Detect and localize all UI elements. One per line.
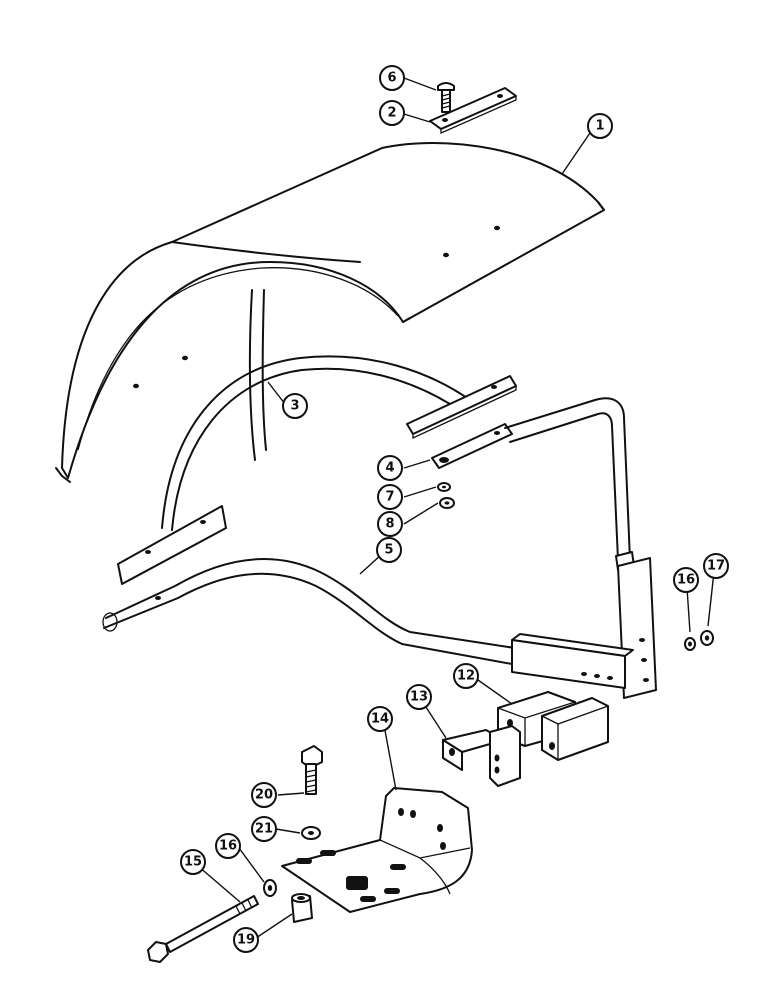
callout-16-top: 16: [673, 567, 699, 593]
part-8-nut: [439, 497, 455, 509]
svg-text:14: 14: [371, 712, 389, 727]
part-14-mount: [281, 787, 473, 913]
callout-5: 5: [376, 537, 402, 563]
part-13-bracket: [442, 725, 521, 787]
svg-text:5: 5: [384, 543, 393, 558]
part-3-stay: [117, 289, 517, 585]
callout-12: 12: [453, 663, 479, 689]
callout-21: 21: [251, 816, 277, 842]
callout-16-bottom: 16: [215, 833, 241, 859]
part-16-washer-bottom: [263, 879, 277, 897]
svg-text:20: 20: [255, 788, 273, 803]
leader-lines: [197, 77, 715, 939]
svg-text:3: 3: [290, 399, 299, 414]
svg-text:8: 8: [385, 517, 394, 532]
part-6-bolt: [437, 82, 455, 113]
part-17-nut: [700, 630, 714, 646]
callout-17: 17: [703, 553, 729, 579]
callout-3: 3: [282, 393, 308, 419]
svg-text:13: 13: [410, 690, 428, 705]
svg-text:1: 1: [595, 119, 604, 134]
part-16-washer-top: [684, 637, 696, 651]
svg-text:19: 19: [237, 933, 255, 948]
part-5-support: [102, 397, 657, 699]
svg-text:21: 21: [255, 822, 273, 837]
part-1-fender: [55, 141, 605, 483]
callout-20: 20: [251, 782, 277, 808]
callout-4: 4: [377, 455, 403, 481]
svg-text:6: 6: [387, 71, 396, 86]
part-4-strap: [431, 423, 513, 469]
svg-text:4: 4: [385, 461, 394, 476]
callout-14: 14: [367, 706, 393, 732]
callout-13: 13: [406, 684, 432, 710]
callout-15: 15: [180, 849, 206, 875]
part-21-washer: [301, 826, 321, 840]
part-15-bolt: [147, 895, 259, 963]
part-19-spacer: [291, 893, 313, 923]
callout-2: 2: [379, 100, 405, 126]
svg-text:7: 7: [385, 490, 394, 505]
svg-text:2: 2: [387, 106, 396, 121]
callout-7: 7: [377, 484, 403, 510]
part-2-plate: [429, 87, 517, 134]
svg-text:16: 16: [219, 839, 237, 854]
svg-text:15: 15: [184, 855, 202, 870]
callout-1: 1: [587, 113, 613, 139]
svg-text:16: 16: [677, 573, 695, 588]
svg-text:12: 12: [457, 669, 475, 684]
callout-19: 19: [233, 927, 259, 953]
part-7-washer: [437, 482, 451, 492]
part-20-bolt: [301, 745, 323, 795]
callout-6: 6: [379, 65, 405, 91]
callout-8: 8: [377, 511, 403, 537]
svg-text:17: 17: [707, 559, 725, 574]
